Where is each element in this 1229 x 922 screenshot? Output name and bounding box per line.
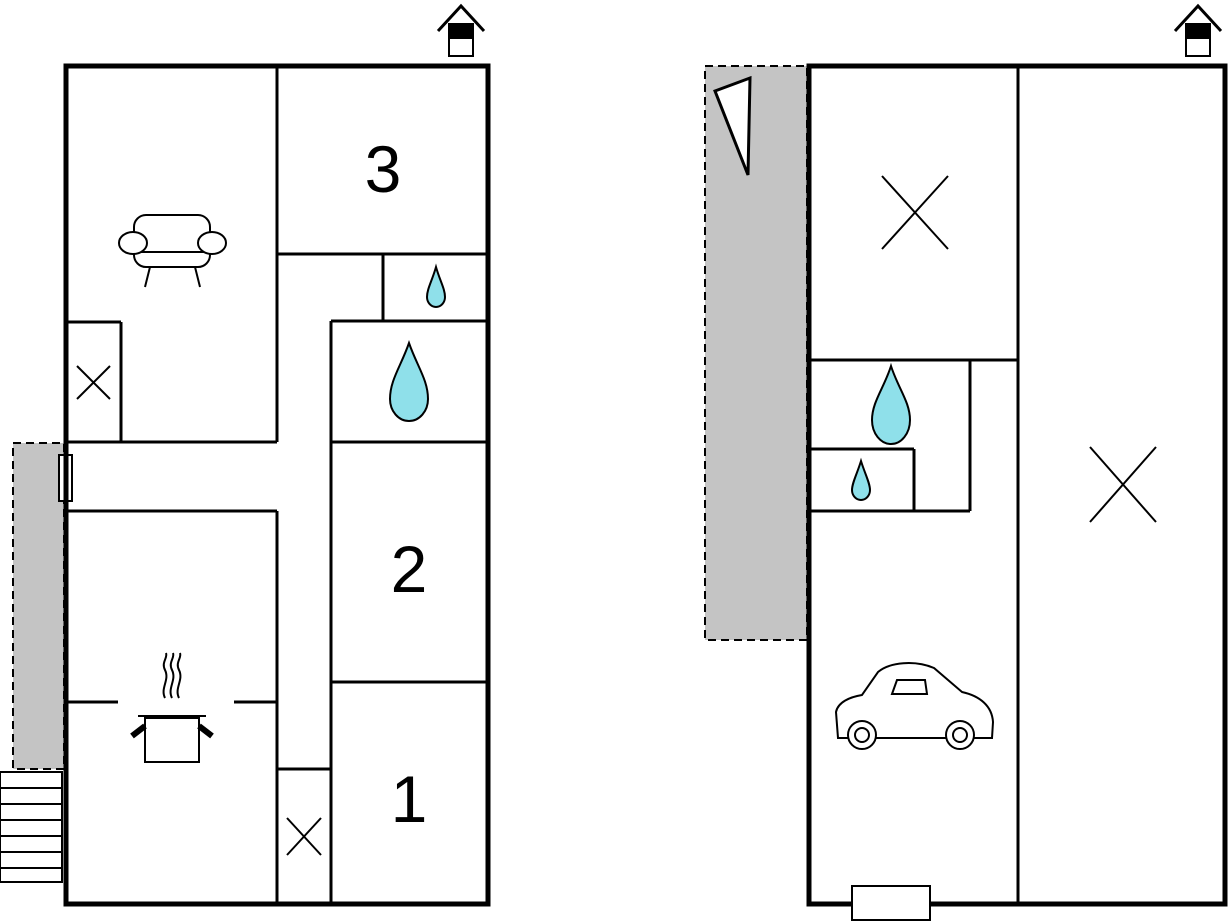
bedroom-3-label: 3 (365, 132, 402, 206)
terrace-area (704, 65, 808, 641)
living-room-sofa-icon (118, 214, 227, 288)
storage-cross-icon (76, 365, 111, 400)
toilet-drop-icon (425, 263, 447, 308)
unused-room-cross-icon (881, 175, 949, 250)
entrance-stairs-icon (0, 771, 63, 883)
bathroom-drop-icon (388, 339, 430, 422)
shower-drop-icon (870, 362, 912, 445)
terrace-area (12, 442, 65, 770)
terrace-icon (713, 75, 752, 176)
unused-room-cross-icon (1089, 446, 1157, 523)
north-house-icon (436, 3, 486, 57)
bedroom-2-label: 2 (391, 532, 428, 606)
garage-car-icon (834, 662, 995, 750)
right-floor-plan (704, 3, 1228, 921)
garage-door (851, 885, 931, 921)
right-inner-walls (809, 66, 1020, 904)
left-inner-walls (66, 66, 488, 904)
left-floor-plan: 3 2 1 (0, 3, 491, 907)
storage-cross-icon (286, 817, 322, 856)
bedroom-1-label: 1 (391, 762, 428, 836)
kitchen-pot-icon (130, 652, 214, 763)
toilet-drop-icon (850, 457, 872, 501)
north-house-icon (1173, 3, 1223, 57)
